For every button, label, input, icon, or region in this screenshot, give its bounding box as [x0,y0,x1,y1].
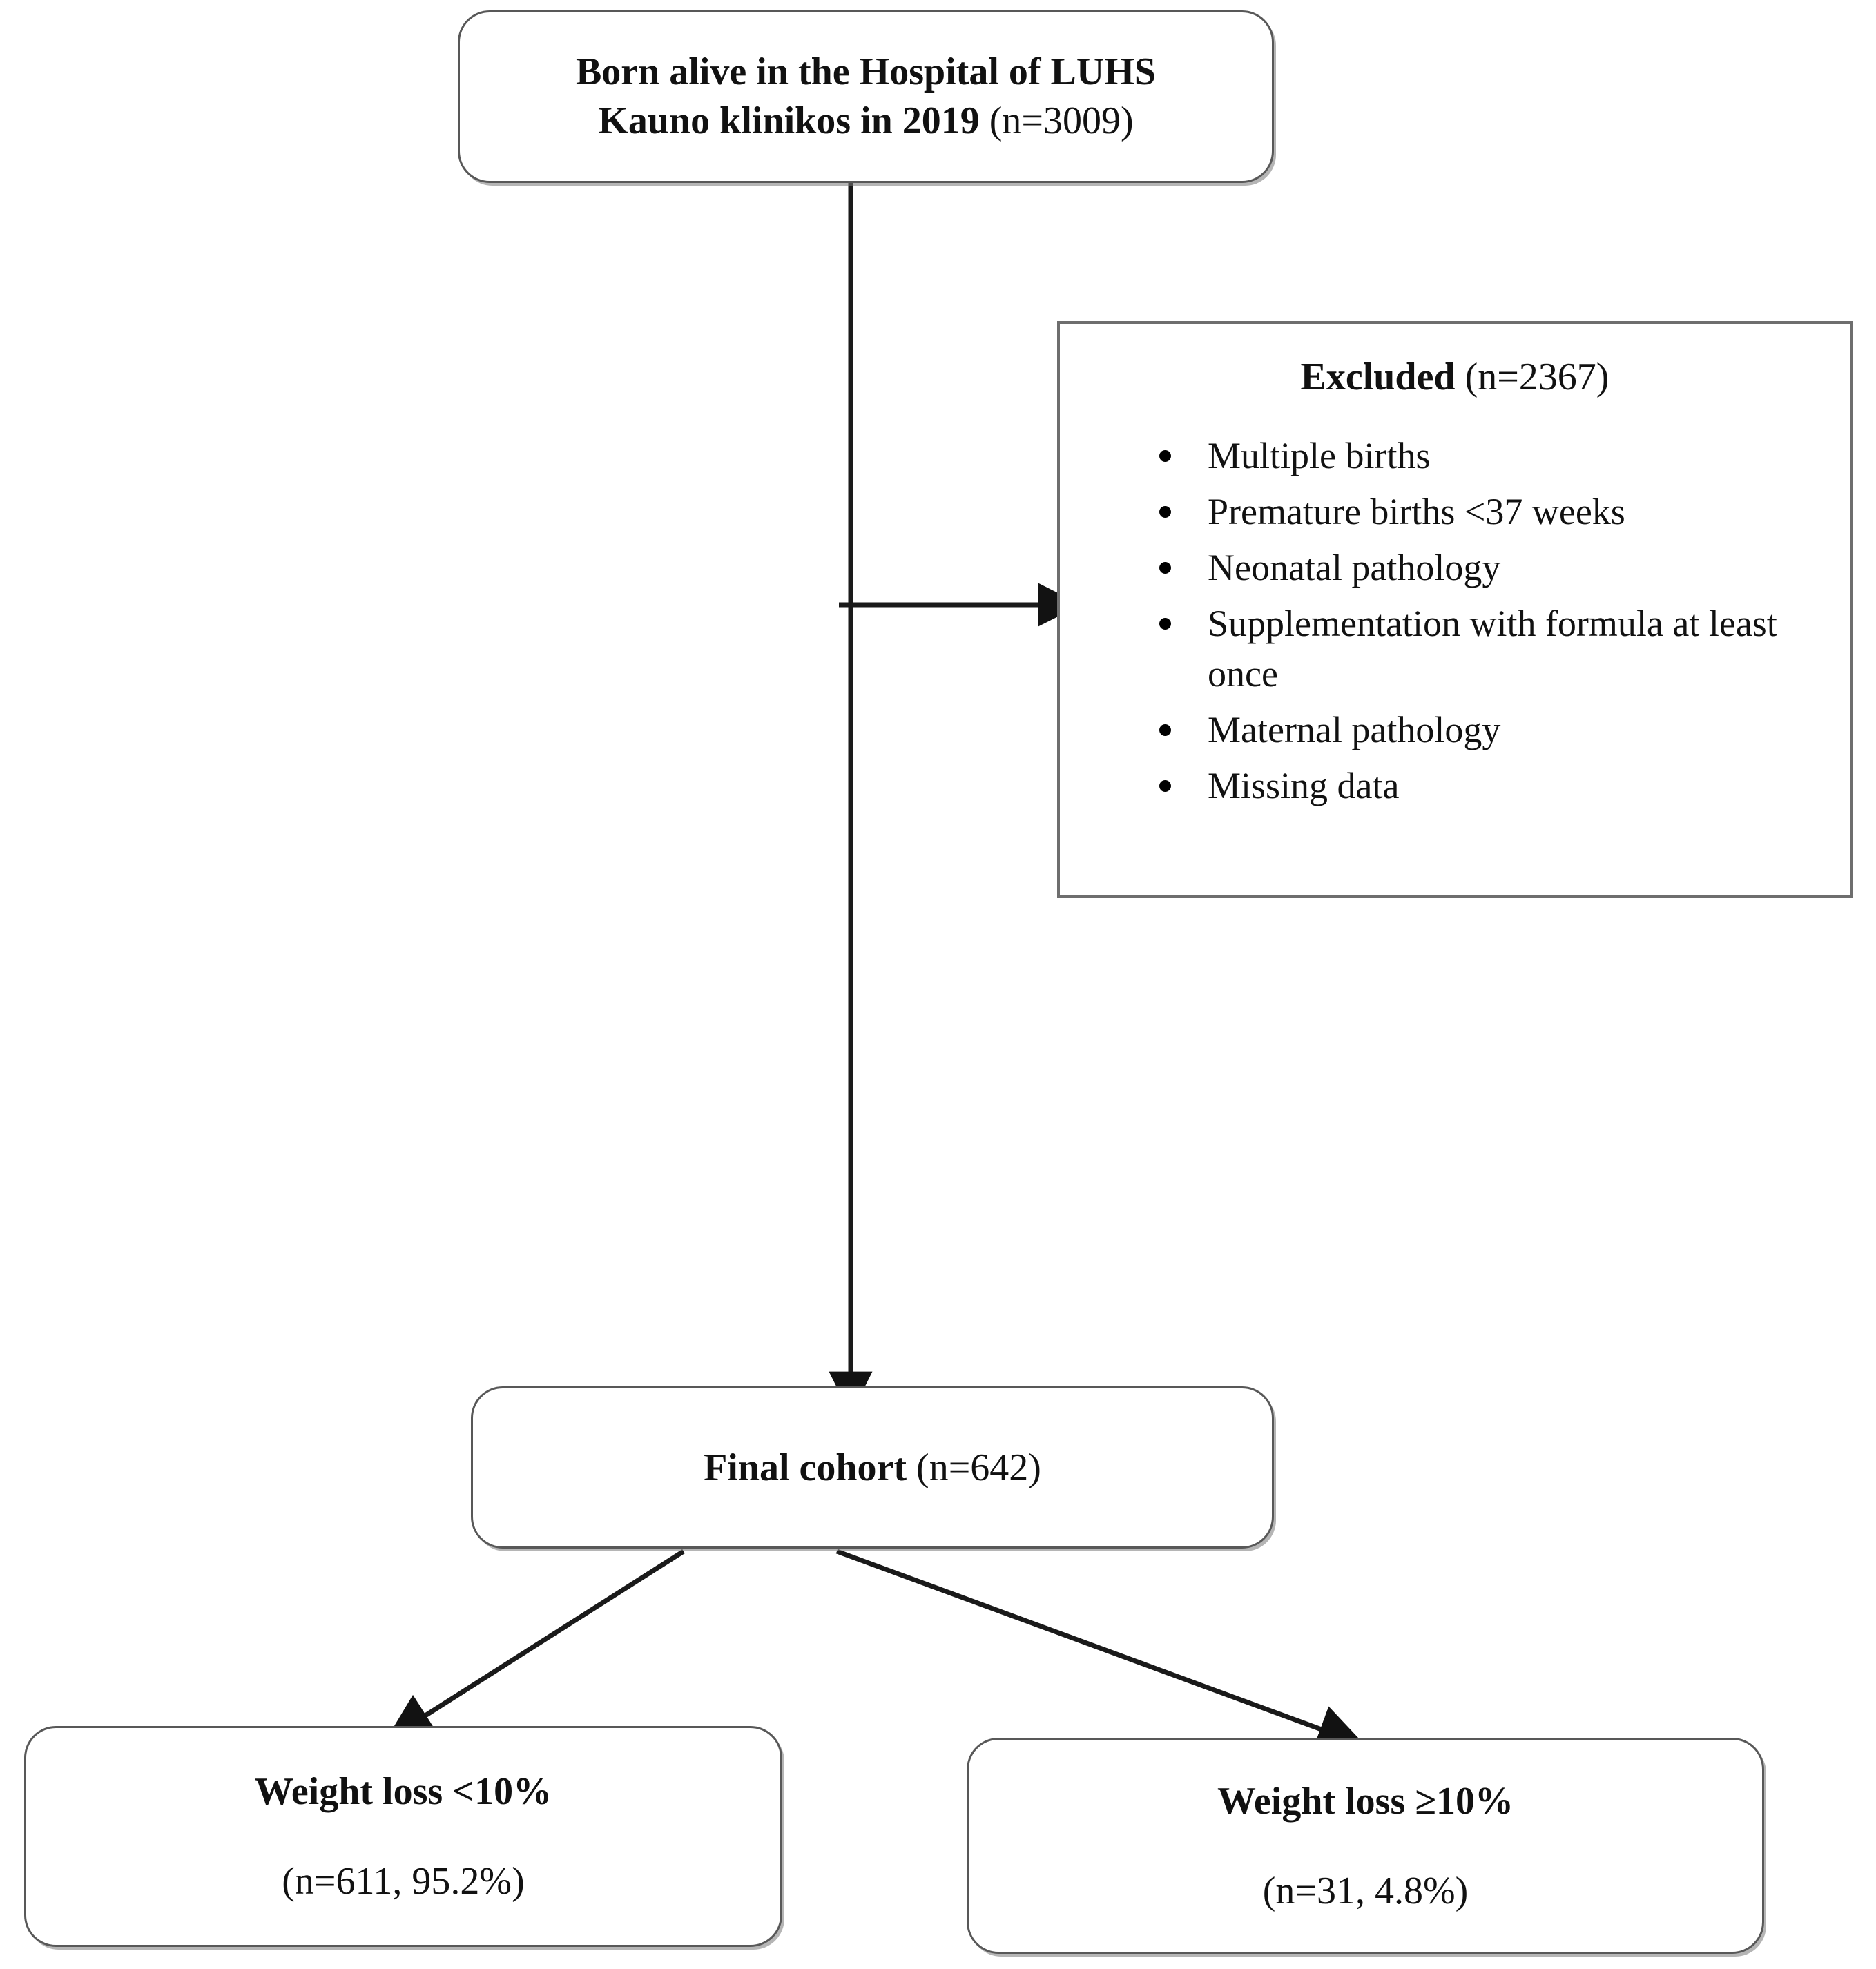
node-excluded: Excluded (n=2367) Multiple births Premat… [1057,321,1853,898]
born-alive-line-2-text: Kauno klinikos in 2019 [598,99,980,142]
node-weight-loss-low: Weight loss <10% (n=611, 95.2%) [24,1726,782,1947]
list-item: Maternal pathology [1150,705,1822,755]
edge-final-cohort-to-weight-loss-high [835,1549,1366,1752]
node-final-cohort: Final cohort (n=642) [471,1386,1274,1549]
excluded-count: (n=2367) [1455,356,1609,398]
excluded-title: Excluded (n=2367) [1060,354,1850,400]
list-item: Neonatal pathology [1150,543,1822,593]
born-alive-count: (n=3009) [979,99,1134,142]
born-alive-line-1-text: Born alive in the Hospital of LUHS [575,50,1157,94]
final-cohort-line: Final cohort (n=642) [704,1444,1041,1492]
node-weight-loss-high: Weight loss ≥10% (n=31, 4.8%) [967,1738,1764,1954]
list-item: Supplementation with formula at least on… [1150,599,1822,699]
node-born-alive: Born alive in the Hospital of LUHS Kauno… [458,10,1274,183]
weight-loss-high-title: Weight loss ≥10% [1217,1779,1514,1823]
excluded-criteria-list: Multiple births Premature births <37 wee… [1060,431,1850,811]
weight-loss-low-title: Weight loss <10% [254,1770,552,1813]
edge-final-cohort-to-weight-loss-low [385,1549,685,1741]
weight-loss-high-subtitle: (n=31, 4.8%) [1262,1869,1469,1912]
excluded-title-text: Excluded [1300,356,1456,398]
list-item: Premature births <37 weeks [1150,487,1822,537]
final-cohort-count: (n=642) [907,1446,1041,1489]
born-alive-line-2: Kauno klinikos in 2019 (n=3009) [598,97,1133,146]
weight-loss-low-subtitle: (n=611, 95.2%) [282,1860,525,1903]
final-cohort-label: Final cohort [704,1446,907,1489]
list-item: Missing data [1150,761,1822,811]
list-item: Multiple births [1150,431,1822,481]
born-alive-line-1: Born alive in the Hospital of LUHS [576,48,1156,97]
